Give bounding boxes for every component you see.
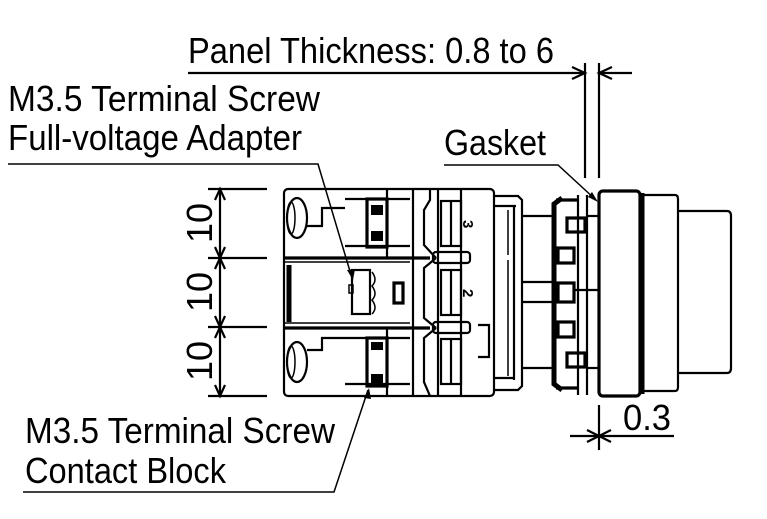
gasket-label: Gasket [444, 122, 546, 163]
leader-arrow-icon [364, 388, 371, 399]
adapter-label-line2: Full-voltage Adapter [8, 117, 302, 158]
pushbutton-head [597, 189, 733, 398]
terminal-number-middle: 2 [459, 289, 476, 297]
button-cap [678, 209, 733, 375]
adapter-slot-icon [392, 281, 405, 305]
contact-label-line2: Contact Block [25, 450, 227, 491]
locking-ring [551, 195, 599, 395]
screw-head-upper-icon [285, 196, 309, 240]
contact-block-stack: 3 2 [282, 187, 524, 398]
bezel-offset-label: 0.3 [623, 397, 671, 438]
terminal-number-upper: 3 [459, 220, 476, 228]
panel-thickness-label: Panel Thickness: 0.8 to 6 [188, 30, 554, 71]
pitch-label-bottom: 10 [179, 341, 220, 381]
adapter-callout: M3.5 Terminal Screw Full-voltage Adapter [8, 78, 355, 280]
contact-block-callout: M3.5 Terminal Screw Contact Block [23, 388, 371, 493]
arrow-left-icon [596, 66, 613, 80]
panel-thickness-callout: Panel Thickness: 0.8 to 6 [188, 30, 632, 178]
gasket-callout: Gasket [444, 122, 598, 202]
screw-head-lower-icon [285, 340, 309, 384]
adapter-label-line1: M3.5 Terminal Screw [8, 78, 321, 119]
pitch-label-middle: 10 [179, 272, 220, 312]
pitch-dimensions: 10 10 10 [179, 186, 267, 399]
bezel [597, 189, 642, 398]
pitch-label-top: 10 [179, 203, 220, 243]
guard-ring [644, 193, 680, 393]
contact-label-line1: M3.5 Terminal Screw [25, 410, 336, 451]
bezel-offset-dimension: 0.3 [570, 397, 674, 450]
dimension-arrows-icon [213, 186, 227, 399]
leader-arrow-icon [588, 192, 598, 202]
shaft-lines [522, 214, 555, 370]
arrow-left-icon [596, 429, 612, 443]
